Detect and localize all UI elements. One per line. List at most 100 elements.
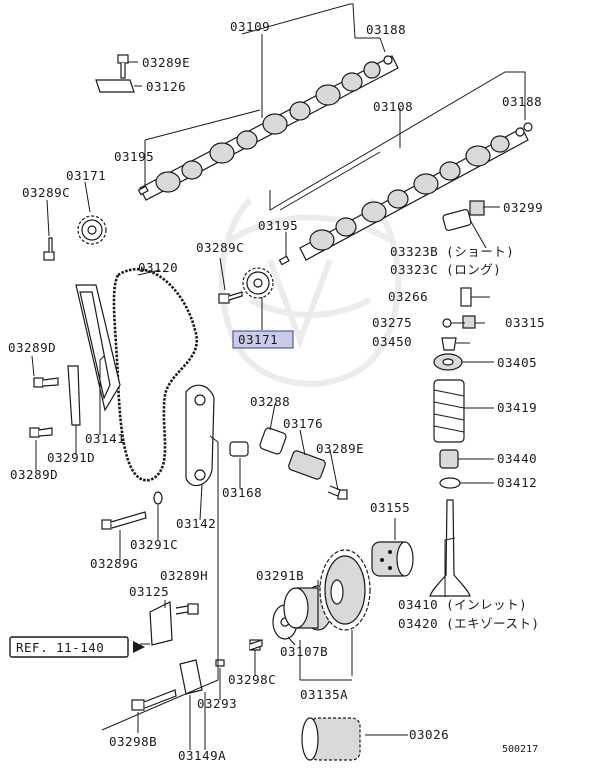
label-03293[interactable]: 03293 [197, 696, 237, 711]
label-03289e-top[interactable]: 03289E [142, 55, 190, 70]
label-03107b[interactable]: 03107B [280, 644, 328, 659]
seal-03440[interactable] [439, 449, 459, 469]
bracket-03149a[interactable] [179, 659, 203, 695]
bolt-03289e-mid[interactable] [327, 485, 348, 500]
label-03450[interactable]: 03450 [372, 334, 412, 349]
ref-box[interactable] [9, 636, 129, 658]
nut-03299[interactable] [469, 200, 485, 216]
pin-03195-a[interactable] [137, 185, 149, 196]
label-03289c-mid[interactable]: 03289C [196, 240, 244, 255]
label-03026[interactable]: 03026 [409, 727, 449, 742]
tensioner-lever-03142[interactable] [185, 384, 215, 487]
label-03120[interactable]: 03120 [138, 260, 178, 275]
spring-03419[interactable] [433, 379, 465, 443]
chain-guide-03141[interactable] [75, 284, 121, 412]
rocker-03323[interactable] [442, 208, 472, 232]
watermark-crest [218, 197, 402, 387]
label-03291b[interactable]: 03291B [256, 568, 304, 583]
label-03289d-a[interactable]: 03289D [8, 340, 56, 355]
label-03149a[interactable]: 03149A [178, 748, 226, 763]
label-03405[interactable]: 03405 [497, 355, 537, 370]
label-03323b[interactable]: 03323B (ショート) [390, 244, 514, 259]
bolt-03289c-mid[interactable] [218, 291, 243, 304]
label-03289d-b[interactable]: 03289D [10, 467, 58, 482]
pin-03168[interactable] [229, 441, 249, 457]
bolt-03289g[interactable] [101, 511, 147, 530]
retainer-03315[interactable] [462, 315, 476, 329]
label-03275[interactable]: 03275 [372, 315, 412, 330]
bolt-03298c[interactable] [249, 639, 263, 651]
seat-03412[interactable] [439, 477, 461, 489]
label-03195-a[interactable]: 03195 [114, 149, 154, 164]
label-03420[interactable]: 03420 (エキゾースト) [398, 616, 540, 631]
label-03171[interactable]: 03171 [66, 168, 106, 183]
bolt-03298b[interactable] [131, 689, 177, 711]
label-03195-b[interactable]: 03195 [258, 218, 298, 233]
gear-03026[interactable] [301, 717, 361, 761]
part-labels: 03109 03188 03289E 03126 03108 03188 031… [8, 19, 545, 763]
seal-03188-a[interactable] [383, 55, 393, 65]
label-03323c[interactable]: 03323C (ロング) [390, 262, 501, 277]
bolt-03289h[interactable] [175, 603, 199, 615]
label-03315[interactable]: 03315 [505, 315, 545, 330]
gasket-03288[interactable] [259, 427, 287, 455]
label-03419[interactable]: 03419 [497, 400, 537, 415]
label-03289g[interactable]: 03289G [90, 556, 138, 571]
label-03125[interactable]: 03125 [129, 584, 169, 599]
tensioner-03176[interactable] [288, 450, 327, 480]
gear-03135a[interactable] [319, 549, 371, 631]
timing-chain-03120[interactable] [112, 268, 199, 482]
label-03108[interactable]: 03108 [373, 99, 413, 114]
camshaft-03108[interactable] [299, 127, 529, 261]
seal-03188-b[interactable] [523, 122, 533, 132]
camshaft-03109[interactable] [139, 55, 399, 201]
retainer-03405[interactable] [433, 353, 463, 371]
label-03289h[interactable]: 03289H [160, 568, 208, 583]
sprocket-03171-mid[interactable] [242, 267, 274, 299]
label-03171-highlighted[interactable]: 03171 [238, 332, 278, 347]
bolt-03289d-b[interactable] [29, 427, 53, 438]
label-03440[interactable]: 03440 [497, 451, 537, 466]
label-03188-a[interactable]: 03188 [366, 22, 406, 37]
label-03135a[interactable]: 03135A [300, 687, 348, 702]
label-03289e-mid[interactable]: 03289E [316, 441, 364, 456]
keeper-03450[interactable] [441, 337, 457, 351]
pulley-03155[interactable] [371, 541, 414, 577]
diagram-number: 500217 [502, 744, 538, 755]
ref-arrow-icon [133, 641, 145, 653]
label-03266[interactable]: 03266 [388, 289, 428, 304]
label-03412[interactable]: 03412 [497, 475, 537, 490]
label-03176[interactable]: 03176 [283, 416, 323, 431]
washer-03291c[interactable] [153, 491, 163, 505]
adjuster-03266[interactable] [460, 287, 472, 307]
bolt-03289e-top[interactable] [117, 54, 129, 79]
leader-lines [31, 3, 526, 750]
label-03299[interactable]: 03299 [503, 200, 543, 215]
label-03155[interactable]: 03155 [370, 500, 410, 515]
label-03188-b[interactable]: 03188 [502, 94, 542, 109]
label-03288[interactable]: 03288 [250, 394, 290, 409]
label-03291c[interactable]: 03291C [130, 537, 178, 552]
label-03298b[interactable]: 03298B [109, 734, 157, 749]
label-03289c-left[interactable]: 03289C [22, 185, 70, 200]
bracket-03125[interactable] [149, 601, 173, 646]
label-03168[interactable]: 03168 [222, 485, 262, 500]
guide-03291d[interactable] [67, 365, 81, 426]
pin-03195-b[interactable] [278, 255, 290, 266]
cap-03275[interactable] [442, 318, 452, 328]
bracket-03126[interactable] [95, 79, 135, 93]
bolt-03289d-a[interactable] [33, 377, 59, 388]
label-03410[interactable]: 03410 (インレット) [398, 597, 527, 612]
valve-03410[interactable] [429, 499, 471, 597]
label-03141[interactable]: 03141 [85, 431, 125, 446]
label-03142[interactable]: 03142 [176, 516, 216, 531]
bolt-03289c-left[interactable] [43, 237, 55, 261]
label-03291d[interactable]: 03291D [47, 450, 95, 465]
ref-label[interactable]: REF. 11-140 [16, 640, 104, 655]
label-03109[interactable]: 03109 [230, 19, 270, 34]
pin-03293[interactable] [215, 659, 225, 667]
sprocket-03171-left[interactable] [77, 215, 107, 245]
label-03126[interactable]: 03126 [146, 79, 186, 94]
label-03298c[interactable]: 03298C [228, 672, 276, 687]
